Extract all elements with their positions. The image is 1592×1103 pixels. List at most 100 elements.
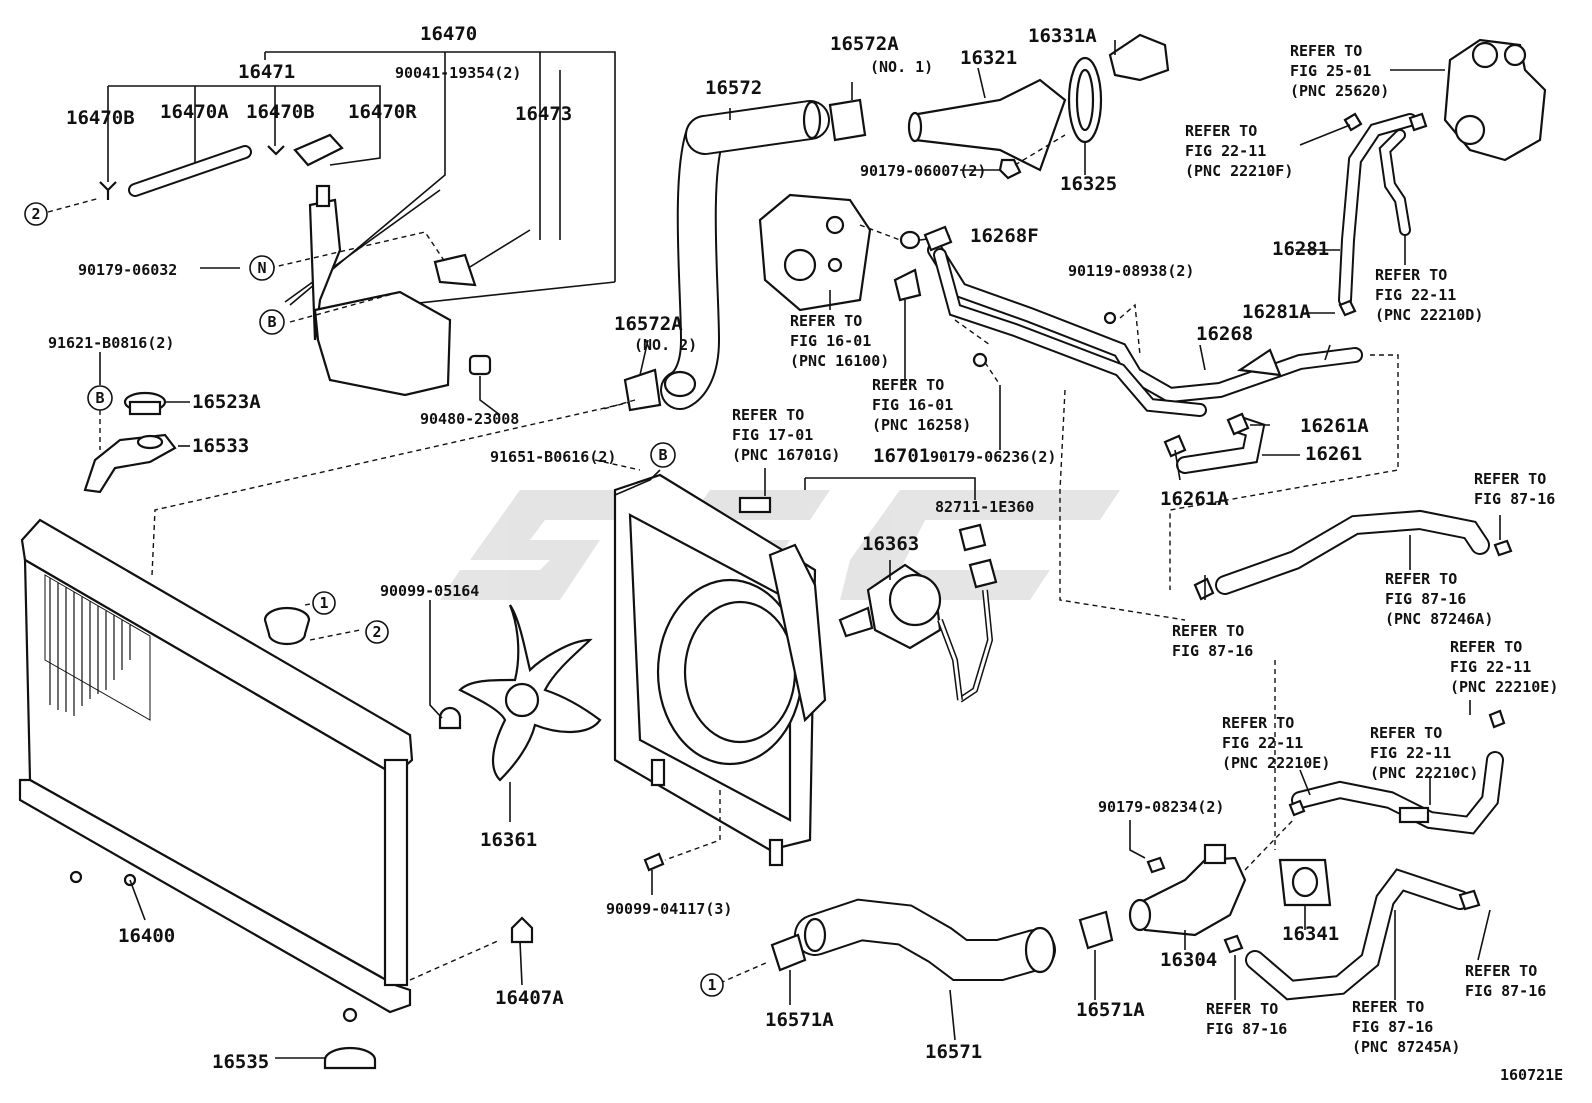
refer-fig-87-16-a: REFER TO FIG 87-16 [1474,470,1555,508]
label-no1: (NO. 1) [870,58,933,76]
label-16571a: 16571A [1076,999,1145,1021]
label-16473: 16473 [515,103,572,125]
label-90179-06032: 90179-06032 [78,261,177,279]
svg-text:FIG 22-11: FIG 22-11 [1450,658,1531,676]
label-16268: 16268 [1196,323,1253,345]
thermostat-group [907,33,1170,180]
label-82711-1e360: 82711-1E360 [935,498,1034,516]
svg-text:(PNC 22210C): (PNC 22210C) [1370,764,1478,782]
clip-icon [1493,539,1513,557]
svg-text:FIG 16-01: FIG 16-01 [790,332,871,350]
label-90099-04117: 90099-04117(3) [606,900,732,918]
clip-icon [1408,112,1428,132]
svg-text:REFER TO: REFER TO [1450,638,1522,656]
svg-text:FIG 87-16: FIG 87-16 [1352,1018,1433,1036]
drain-plug-icon [510,916,534,944]
reservoir-tank [313,290,452,397]
refer-fig-87-16-b: REFER TO FIG 87-16 (PNC 87246A) [1385,570,1493,628]
refer-fig-17-01: REFER TO FIG 17-01 (PNC 16701G) [732,406,840,464]
refer-fig-16-01-b: REFER TO FIG 16-01 (PNC 16258) [872,376,971,434]
refer-fig-22-11-e1: REFER TO FIG 22-11 (PNC 22210E) [1450,638,1558,696]
svg-text:FIG 22-11: FIG 22-11 [1222,734,1303,752]
svg-text:REFER TO: REFER TO [872,376,944,394]
label-90179-08234: 90179-08234(2) [1098,798,1224,816]
marker-b: B [658,446,667,464]
svg-text:FIG 87-16: FIG 87-16 [1206,1020,1287,1038]
marker-2: 2 [31,205,40,223]
o-ring-icon [899,230,921,250]
label-90119-08938: 90119-08938(2) [1068,262,1194,280]
label-16400: 16400 [118,925,175,947]
hose-16281-group [1295,38,1547,317]
circle-markers: 2 N B B B 1 2 1 [24,202,724,997]
label-16325: 16325 [1060,173,1117,195]
marker-n: N [257,259,266,277]
label-90099-05164: 90099-05164 [380,582,479,600]
hose-clamp-icon [828,98,867,142]
svg-text:(PNC 22210E): (PNC 22210E) [1450,678,1558,696]
clip-icon [1163,434,1187,458]
label-no2: (NO. 2) [634,336,697,354]
svg-text:REFER TO: REFER TO [1352,998,1424,1016]
connector-icon [968,558,998,589]
svg-text:REFER TO: REFER TO [1375,266,1447,284]
svg-text:REFER TO: REFER TO [1385,570,1457,588]
clip-icon [99,181,117,200]
label-16341: 16341 [1282,923,1339,945]
svg-text:(PNC 16701G): (PNC 16701G) [732,446,840,464]
label-16523a: 16523A [192,391,261,413]
label-16268f: 16268F [970,225,1039,247]
label-90179-06007: 90179-06007(2) [860,162,986,180]
svg-text:(PNC 16100): (PNC 16100) [790,352,889,370]
refer-labels: REFER TO FIG 25-01 (PNC 25620) REFER TO … [732,42,1558,1056]
refer-fig-22-11-c: REFER TO FIG 22-11 (PNC 22210C) [1370,724,1478,782]
gasket-icon [893,268,922,302]
marker-2: 2 [372,623,381,641]
label-16470: 16470 [420,23,477,45]
refer-fig-87-16-f: REFER TO FIG 87-16 (PNC 87245A) [1352,998,1460,1056]
label-16470b: 16470B [246,101,315,123]
cap-icon [293,133,344,167]
nut-icon [998,158,1022,180]
hose-clamp-icon [770,933,807,972]
bolt-icon [1103,311,1117,325]
refer-fig-87-16-c: REFER TO FIG 87-16 [1172,622,1253,660]
refer-fig-22-11-d: REFER TO FIG 22-11 (PNC 22210D) [1375,266,1483,324]
diagram-code: 160721E [1500,1066,1563,1084]
label-16571a: 16571A [765,1009,834,1031]
upper-hose [599,82,867,412]
label-16701: 16701 [873,445,930,467]
bracket-icon [433,253,477,287]
hose-clamp-icon [1078,910,1114,950]
hoses-right [1193,509,1513,1001]
label-16572: 16572 [705,77,762,99]
water-inlet-group [1128,660,1332,1000]
svg-text:REFER TO: REFER TO [1465,962,1537,980]
label-16261a: 16261A [1160,488,1229,510]
clip-icon [1193,577,1215,601]
label-16470r: 16470R [348,101,417,123]
refer-fig-87-16-e: REFER TO FIG 87-16 [1206,1000,1287,1038]
screw-icon [643,852,665,872]
svg-text:REFER TO: REFER TO [1206,1000,1278,1018]
label-16321: 16321 [960,47,1017,69]
label-16281: 16281 [1272,238,1329,260]
label-90480-23008: 90480-23008 [420,410,519,428]
radiator [18,399,641,1070]
water-pipe [923,225,1363,450]
thermostat-icon [1108,33,1170,82]
label-plate-icon [738,496,772,514]
label-90041-19354: 90041-19354(2) [395,64,521,82]
refer-fig-87-16-d: REFER TO FIG 87-16 [1465,962,1546,1000]
refer-fig-16-01-a: REFER TO FIG 16-01 (PNC 16100) [790,312,889,370]
svg-text:(PNC 22210D): (PNC 22210D) [1375,306,1483,324]
clip-icon [267,145,285,156]
nut-icon [1146,856,1166,874]
svg-text:REFER TO: REFER TO [732,406,804,424]
refer-fig-25-01: REFER TO FIG 25-01 (PNC 25620) [1290,42,1389,100]
marker-b: B [95,389,104,407]
reservoir-group [47,51,616,416]
label-16572a: 16572A [830,33,899,55]
